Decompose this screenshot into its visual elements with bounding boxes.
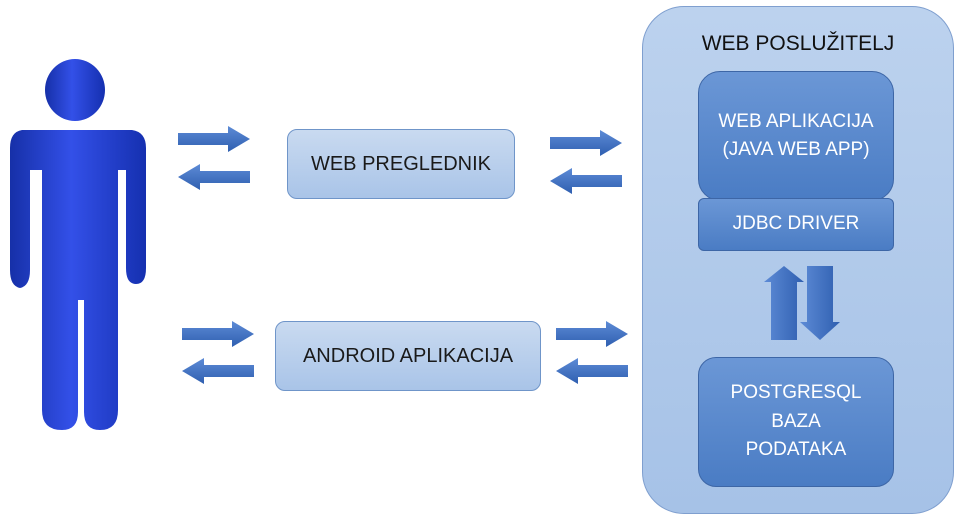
web-app-node: WEB APLIKACIJA (JAVA WEB APP) (698, 71, 894, 201)
jdbc-label: JDBC DRIVER (732, 213, 860, 235)
android-app-node: ANDROID APLIKACIJA (275, 321, 541, 391)
jdbc-driver-node: JDBC DRIVER (698, 198, 894, 251)
web-server-title: WEB POSLUŽITELJ (701, 32, 895, 55)
user-icon (10, 59, 146, 430)
browser-label: WEB PREGLEDNIK (310, 152, 492, 175)
browser-node: WEB PREGLEDNIK (287, 129, 515, 199)
web-app-label-line2: (JAVA WEB APP) (722, 139, 870, 160)
db-label-line3: PODATAKA (745, 439, 847, 461)
android-label: ANDROID APLIKACIJA (302, 344, 514, 367)
database-node: POSTGRESQL BAZA PODATAKA (698, 357, 894, 487)
db-label-line2: BAZA (771, 410, 821, 432)
db-label-line1: POSTGRESQL (730, 382, 862, 404)
web-app-label-line1: WEB APLIKACIJA (718, 110, 874, 132)
